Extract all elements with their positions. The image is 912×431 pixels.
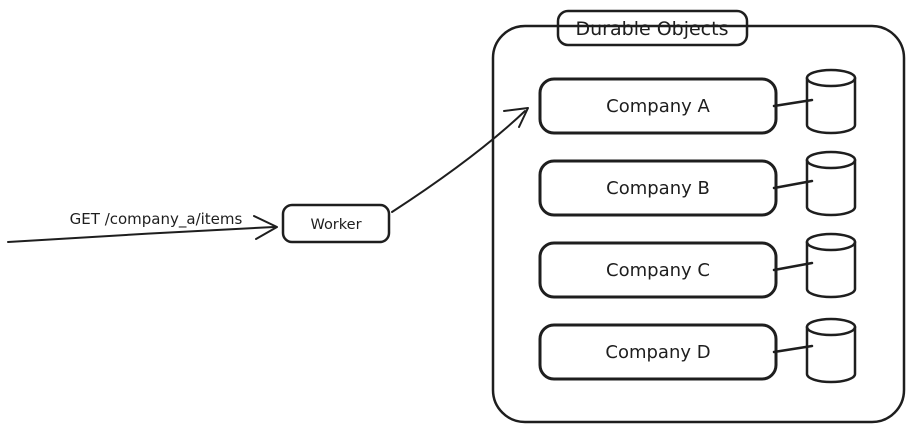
worker-arrowhead-icon	[503, 107, 529, 128]
request-label: GET /company_a/items	[70, 210, 243, 229]
storage-connector	[772, 179, 814, 190]
storage-connector	[772, 344, 814, 354]
durable-object-row-company-c: Company C	[538, 232, 857, 299]
database-icon	[805, 317, 857, 384]
durable-object-label: Company D	[605, 342, 710, 363]
durable-object-node	[538, 77, 778, 135]
worker-to-durable-object-arrow	[391, 107, 529, 213]
durable-object-row-company-b: Company B	[538, 150, 857, 217]
request-arrow-line	[7, 226, 275, 243]
durable-object-label: Company A	[606, 96, 710, 117]
worker-node: Worker	[281, 203, 391, 244]
worker-label: Worker	[310, 217, 361, 233]
durable-object-node	[538, 323, 778, 381]
durable-objects-title-box	[556, 9, 749, 47]
storage-connector	[772, 261, 814, 272]
durable-objects-title: Durable Objects	[576, 18, 729, 40]
database-top	[805, 150, 857, 170]
database-icon	[805, 68, 857, 135]
database-top	[805, 232, 857, 252]
database-top	[805, 68, 857, 88]
durable-objects-container-box	[491, 24, 906, 424]
durable-object-label: Company B	[606, 178, 710, 199]
worker-arrow-line	[391, 110, 526, 213]
request-arrowhead-icon	[253, 215, 278, 240]
storage-connector	[772, 98, 814, 108]
durable-object-node	[538, 241, 778, 299]
database-icon	[805, 150, 857, 217]
durable-object-node	[538, 159, 778, 217]
durable-object-label: Company C	[606, 260, 710, 281]
request-arrow: GET /company_a/items	[7, 210, 278, 243]
database-body	[805, 325, 857, 384]
durable-objects-container: Durable Objects	[491, 9, 906, 424]
database-icon	[805, 232, 857, 299]
database-body	[805, 158, 857, 217]
worker-box	[281, 203, 391, 244]
durable-object-row-company-a: Company A	[538, 68, 857, 135]
database-body	[805, 240, 857, 299]
database-top	[805, 317, 857, 337]
database-body	[805, 76, 857, 135]
durable-object-row-company-d: Company D	[538, 317, 857, 384]
